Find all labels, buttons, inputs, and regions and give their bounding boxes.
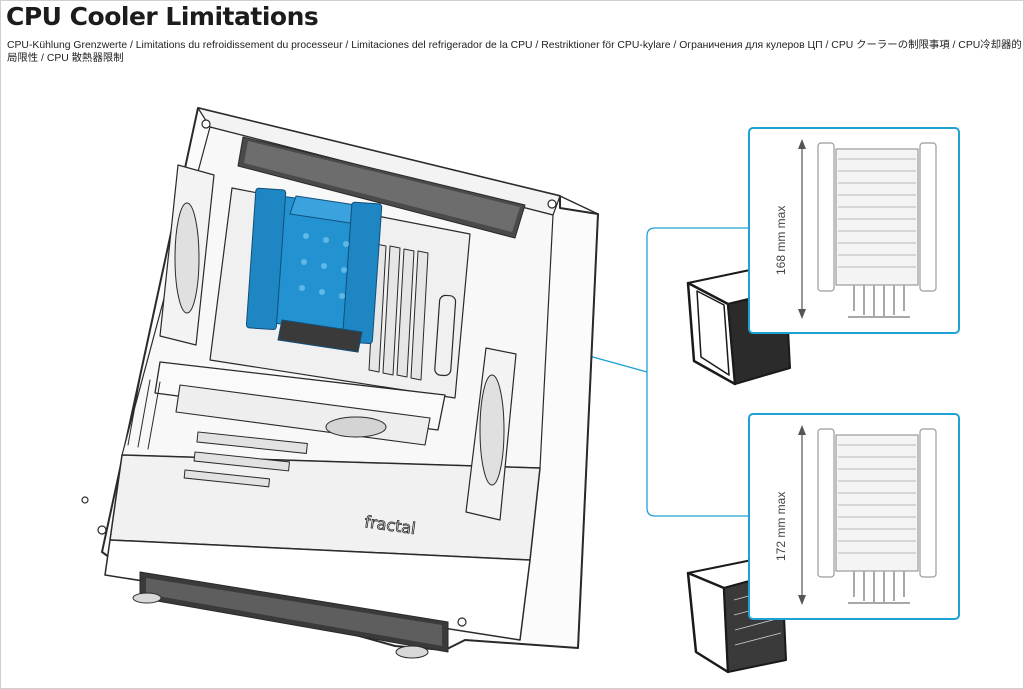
reference-case-1 (686, 269, 791, 386)
cpu-cooler-highlight (245, 187, 383, 353)
height-arrow (798, 139, 806, 319)
page-subtitle-translations: CPU-Kühlung Grenzwerte / Limitations du … (7, 40, 1022, 64)
tower-cooler-drawing (798, 139, 937, 319)
max-height-label-172: 172 mm max (774, 491, 788, 561)
max-height-label-168: 168 mm max (774, 205, 788, 275)
page-title: CPU Cooler Limitations (6, 2, 319, 31)
height-arrow-2 (798, 425, 806, 605)
cooler-callout-172: 172 mm max (748, 413, 960, 620)
tower-cooler-drawing-2 (798, 425, 937, 605)
cooler-callout-168: 168 mm max (748, 127, 960, 334)
pc-case (81, 107, 599, 659)
